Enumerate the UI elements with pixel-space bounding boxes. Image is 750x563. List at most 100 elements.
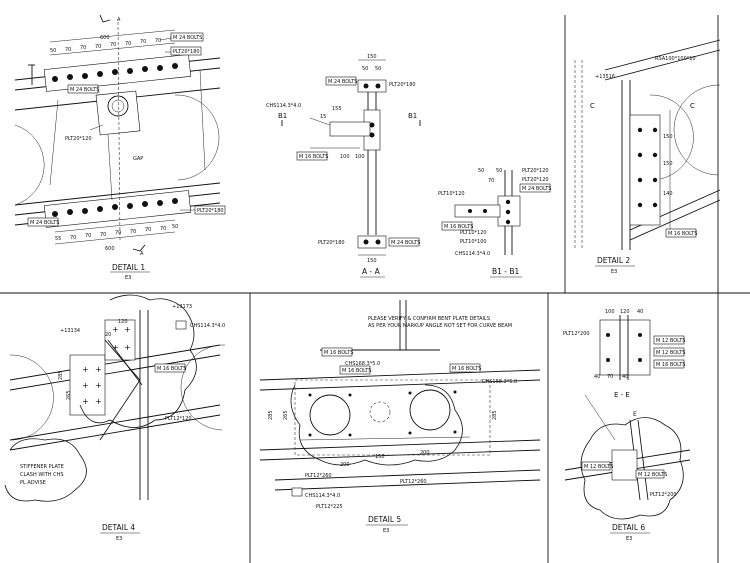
detail-1-ref: E3	[125, 275, 131, 281]
d5-tag-plate-c: PLT12*225	[316, 504, 343, 510]
bolt-spacing-1: 50	[50, 48, 56, 54]
d5-dim-285b: 285	[492, 410, 498, 420]
d6-dim-top-2: 120	[620, 309, 630, 315]
bolt-spacing-b6: 70	[130, 229, 136, 235]
dim-600-bottom: 600	[105, 246, 115, 252]
bolt-spacing-b4: 70	[100, 232, 106, 238]
svg-text:+: +	[95, 365, 102, 374]
tag-plate-bottom: PLT20*180	[197, 208, 224, 214]
tag-bolts-top: M 24 BOLTS	[173, 35, 202, 41]
svg-text:+: +	[124, 343, 131, 352]
d4-note-2: CLASH WITH CHS	[20, 472, 64, 478]
d5-tag-chs-b: CHS168.3*5.0	[482, 379, 517, 385]
svg-text:+: +	[124, 325, 131, 334]
d6-dim-left-1: 40	[594, 374, 600, 380]
aa-dim-15: 15	[320, 114, 326, 120]
detail-6-text: PLT12*200 100 120 40 M 12 BOLTS M 12 BOL…	[563, 309, 685, 542]
b1-tag-plate-b: PLT20*120	[522, 177, 549, 183]
d4-note-3: PL ADVISE	[20, 480, 46, 486]
bolt-spacing-5: 70	[110, 42, 116, 48]
detail-5-title: DETAIL 5	[368, 515, 401, 524]
d6-tag-bolts-b: M 12 BOLTS	[656, 350, 685, 356]
section-a-a-text: 150 50 50 M 24 BOLTS PLT20*180 CHS114.3*…	[266, 54, 420, 278]
d2-dim-1: 150	[663, 134, 673, 140]
d5-dim-1: 200	[340, 462, 350, 468]
d6-dim-left-3: 40	[622, 374, 628, 380]
d4-dim-120: 120	[118, 319, 128, 325]
d2-tag-bolts: M 16 BOLTS	[668, 231, 697, 237]
aa-tag-bolts-top: M 24 BOLTS	[328, 79, 357, 85]
detail-5-ref: E3	[383, 528, 389, 534]
detail-4-title: DETAIL 4	[102, 523, 135, 532]
d5-dim-285: 285	[268, 410, 274, 420]
aa-dim-100b: 100	[355, 154, 365, 160]
b1-tag-plate-a: PLT20*120	[522, 168, 549, 174]
bolt-spacing-4: 70	[95, 44, 101, 50]
d6-tag-plate: PLT12*200	[563, 331, 590, 337]
b1-tag-chs: CHS114.3*4.0	[455, 251, 490, 257]
d6-tag-bolts-c: M 16 BOLTS	[656, 362, 685, 368]
bolt-spacing-b2: 70	[70, 235, 76, 241]
detail-2	[574, 39, 721, 250]
b1-tag-bolts: M 24 BOLTS	[522, 186, 551, 192]
detail-2-text: RSA100*100*10 +13516 C C 150 150 140 M 1…	[590, 56, 697, 275]
d6-tag-bolts-a: M 12 BOLTS	[656, 338, 685, 344]
detail-2-ref: E3	[611, 269, 617, 275]
detail-4: ++ ++ ++ ++ ++	[4, 294, 226, 502]
d6-tag-plate-b: PLT12*200	[650, 492, 677, 498]
section-b1-b1-text: PLT20*120 PLT20*120 M 24 BOLTS 50 70 50 …	[438, 168, 551, 278]
aa-dim-100: 100	[340, 154, 350, 160]
d5-tag-plate-b: PLT12*260	[400, 479, 427, 485]
bolt-spacing-7: 70	[140, 39, 146, 45]
detail-1	[14, 14, 221, 252]
bolt-row-bottom	[52, 198, 178, 217]
detail-6-ref: E3	[626, 536, 632, 542]
d4-tag-plate: PLT12*120	[165, 416, 192, 422]
svg-text:+: +	[112, 325, 119, 334]
d4-dim-285: 285	[58, 370, 64, 380]
b1-dim-70: 70	[488, 178, 494, 184]
aa-dim-155: 155	[332, 106, 342, 112]
tag-plate-top: PLT20*180	[173, 49, 200, 55]
section-b1-title: B1 - B1	[492, 267, 520, 276]
d2-mark-c-right: C	[690, 102, 695, 110]
tag-bolts-mid: M 24 BOLTS	[70, 87, 99, 93]
d6-mark-e: E	[633, 411, 637, 418]
bolt-spacing-8: 70	[155, 38, 161, 44]
gap-label: GAP	[133, 156, 143, 162]
svg-text:+: +	[112, 343, 119, 352]
d5-note-2: AS PER YOUR MARKUP ANGLE NOT SET FOR CUR…	[368, 323, 512, 329]
d6-tag-bolts-e: M 12 BOLTS	[638, 472, 667, 478]
svg-text:+: +	[82, 381, 89, 390]
aa-tag-bolts-mid: M 16 BOLTS	[299, 154, 328, 160]
d2-mark-c-left: C	[590, 102, 595, 110]
d4-tag-chs: CHS114.3*4.0	[190, 323, 225, 329]
bolt-spacing-3: 70	[80, 45, 86, 51]
d4-dim-20: 20	[105, 332, 111, 338]
bolt-spacing-2: 70	[65, 47, 71, 53]
d5-tag-plate-a: PLT12*260	[305, 473, 332, 479]
bolt-spacing-b7: 70	[145, 227, 151, 233]
bolt-spacing-b8: 70	[160, 226, 166, 232]
aa-tag-bolts-bottom: M 24 BOLTS	[391, 240, 420, 246]
d4-tag-bolts: M 16 BOLTS	[157, 366, 186, 372]
section-a-a-title: A - A	[362, 267, 381, 276]
detail-2-title: DETAIL 2	[597, 256, 630, 265]
bolt-spacing-6: 70	[125, 41, 131, 47]
d5-note-1: PLEASE VERIFY & CONFIRM BENT PLATE DETAI…	[368, 316, 490, 322]
d5-tag-bolts-a: M 16 BOLTS	[324, 350, 353, 356]
d4-level-a: +13134	[60, 328, 80, 334]
d5-dim-2: 150	[375, 454, 385, 460]
d4-dim-265: 265	[66, 390, 72, 400]
b1-tag-plt10b: PLT10*120	[460, 230, 487, 236]
detail-5-text: PLEASE VERIFY & CONFIRM BENT PLATE DETAI…	[268, 316, 517, 534]
section-mark-a-2: A	[140, 251, 144, 257]
detail-1-title: DETAIL 1	[112, 263, 145, 272]
b1-tag-plt10c: PLT10*100	[460, 239, 487, 245]
bolt-spacing-b3: 70	[85, 233, 91, 239]
section-a-a	[281, 59, 421, 256]
bolt-row-top	[52, 63, 178, 82]
d2-dim-3: 140	[663, 191, 673, 197]
